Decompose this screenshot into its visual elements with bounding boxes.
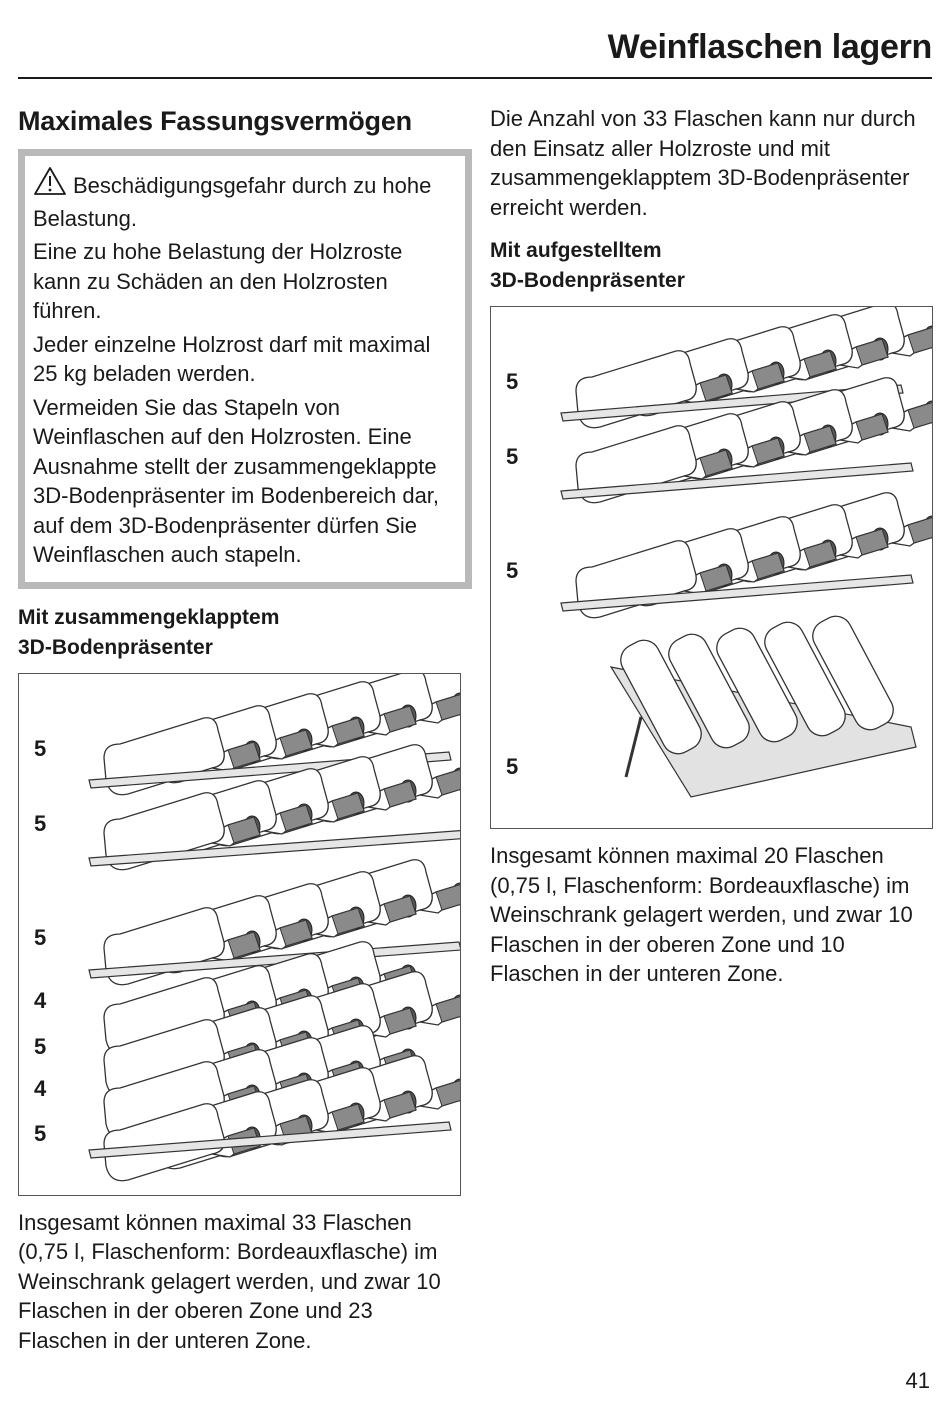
warning-paragraph: Eine zu hohe Belastung der Holzroste kan… [33,239,403,323]
bottle [575,350,733,429]
caption-collapsed: Insgesamt können maximal 33 Flaschen (0,… [18,1209,441,1353]
shelf-count: 4 [34,987,47,1013]
shelf-count: 5 [506,444,519,469]
wooden-shelf [560,462,914,500]
warning-paragraph: Vermeiden Sie das Stapeln von Weinflasch… [33,394,440,568]
bottle [103,716,261,795]
shelf-count: 5 [34,810,47,836]
figure-raised-presenter: 5 5 5 5 [490,306,933,829]
shelf-count: 5 [506,369,519,394]
subsection-title-raised: Mit aufgestelltem 3D-Bodenpräsenter [490,239,685,292]
bottle-shelves-illustration [560,307,932,798]
wooden-shelf [88,1120,452,1159]
shelf-count: 5 [506,754,519,779]
shelf-count: 5 [34,1120,47,1146]
presenter-stand [624,716,643,778]
subsection-title-collapsed: Mit zusammengeklapptem 3D-Bodenpräsenter [18,605,280,659]
warning-heading: Beschädigungsgefahr durch zu hohe Belast… [33,173,432,231]
intro-text: Die Anzahl von 33 Flaschen kann nur durc… [490,106,916,220]
bottle [575,425,733,504]
left-column: Maximales Fassungsvermögen Beschädigungs… [18,100,472,1355]
bottle [620,639,702,755]
shelf-count: 5 [34,1033,47,1059]
bottle [103,791,261,870]
wooden-shelf [560,574,914,612]
bottle [103,1102,261,1181]
warning-heading-line: Beschädigungsgefahr durch zu hohe Belast… [33,166,455,233]
header-divider [18,77,932,79]
bottle [575,540,733,619]
bottle [668,633,750,749]
bottle [812,615,894,731]
shelf-count: 5 [506,558,519,583]
shelf-count: 4 [34,1075,47,1101]
warning-box: Beschädigungsgefahr durch zu hohe Belast… [18,149,472,589]
shelf-count: 5 [34,735,47,761]
caption-raised: Insgesamt können maximal 20 Flaschen (0,… [490,843,913,986]
page-title: Weinflaschen lagern [607,28,933,66]
shelf-count: 5 [34,924,47,950]
warning-triangle-icon [33,166,67,204]
right-column: Die Anzahl von 33 Flaschen kann nur durc… [490,100,936,989]
bottle-shelves-illustration [88,673,460,1181]
bottle [103,906,261,985]
page-number: 41 [905,1368,930,1393]
figure-collapsed-presenter: 5 5 5 4 5 4 5 [18,672,461,1196]
wooden-shelf [88,829,460,867]
warning-paragraph: Jeder einzelne Holzrost darf mit maximal… [33,331,431,387]
section-title: Maximales Fassungsvermögen [18,106,412,136]
bottle [716,627,798,743]
bottle [764,621,846,737]
